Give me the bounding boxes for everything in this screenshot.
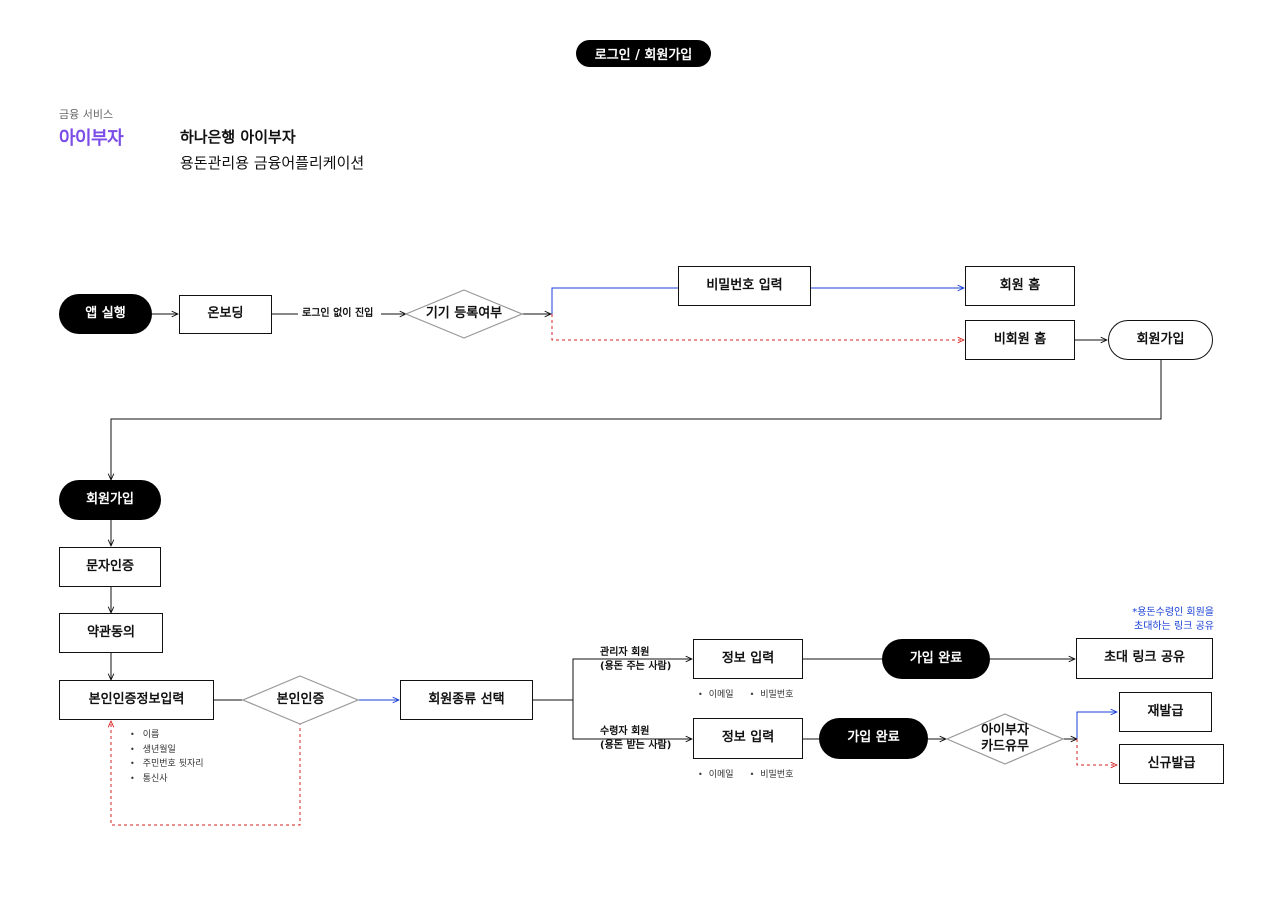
node-identity-check: 본인인증: [276, 691, 325, 707]
node-receiver-complete: 가입 완료: [819, 718, 928, 759]
edge-branch-receiver: [572, 700, 692, 739]
card-check-shape: [945, 713, 1065, 765]
device-check-shape: [404, 289, 524, 339]
node-guest-home: 비회원 홈: [965, 320, 1075, 360]
label-admin-member: 관리자 회원 (용돈 주는 사람): [600, 647, 672, 672]
node-new-issue: 신규발급: [1119, 744, 1224, 784]
edge-card-new: [1076, 739, 1117, 765]
node-member-type: 회원종류 선택: [400, 680, 533, 720]
node-device-check: 기기 등록여부: [425, 305, 503, 321]
app-subtitle: 용돈관리용 금융어플리케이션: [180, 154, 365, 172]
node-receiver-info-input: 정보 입력: [693, 718, 803, 759]
receiver-field: 이메일: [698, 770, 734, 780]
invite-note: *용돈수령인 회원을 초대하는 링크 공유: [1132, 607, 1214, 632]
node-card-check: 아이부자 카드유무: [981, 722, 1029, 754]
node-password-input: 비밀번호 입력: [678, 266, 811, 306]
receiver-field: 비밀번호: [750, 770, 794, 780]
admin-field: 비밀번호: [750, 690, 794, 700]
admin-fields: 이메일 비밀번호: [698, 687, 809, 700]
node-terms-agree: 약관동의: [59, 613, 163, 653]
identity-field: 이름: [130, 728, 204, 743]
service-category: 금융 서비스: [59, 108, 114, 121]
edge-check-retry: [111, 721, 301, 826]
identity-field: 주민번호 뒷자리: [130, 757, 204, 772]
label-no-login: 로그인 없이 진입: [302, 308, 374, 319]
label-receiver-member: 수령자 회원 (용돈 받는 사람): [600, 726, 672, 751]
app-title: 하나은행 아이부자: [180, 128, 296, 146]
node-app-launch: 앱 실행: [59, 294, 152, 334]
node-sms-auth: 문자인증: [59, 547, 161, 587]
identity-fields-list: 이름 생년월일 주민번호 뒷자리 통신사: [130, 728, 204, 786]
node-signup-top: 회원가입: [1108, 320, 1213, 360]
identity-field: 생년월일: [130, 743, 204, 758]
edge-signup-wrap: [111, 359, 1162, 480]
receiver-fields: 이메일 비밀번호: [698, 767, 809, 780]
edge-card-reissue: [1076, 712, 1117, 739]
page-title-pill: 로그인 / 회원가입: [576, 40, 711, 67]
edge-no-guest: [551, 314, 964, 340]
admin-field: 이메일: [698, 690, 734, 700]
edge-branch-admin: [572, 659, 692, 700]
node-identity-info: 본인인증정보입력: [59, 680, 214, 720]
node-admin-complete: 가입 완료: [882, 639, 990, 679]
node-invite-link: 초대 링크 공유: [1076, 638, 1213, 679]
brand-logo: 아이부자: [59, 128, 124, 149]
node-reissue: 재발급: [1119, 692, 1212, 732]
node-signup-start: 회원가입: [59, 480, 161, 520]
node-admin-info-input: 정보 입력: [693, 639, 803, 679]
node-onboarding: 온보딩: [179, 295, 272, 334]
identity-check-shape: [241, 675, 360, 725]
edge-yes-password: [551, 287, 678, 314]
identity-field: 통신사: [130, 772, 204, 787]
node-member-home: 회원 홈: [965, 266, 1075, 306]
